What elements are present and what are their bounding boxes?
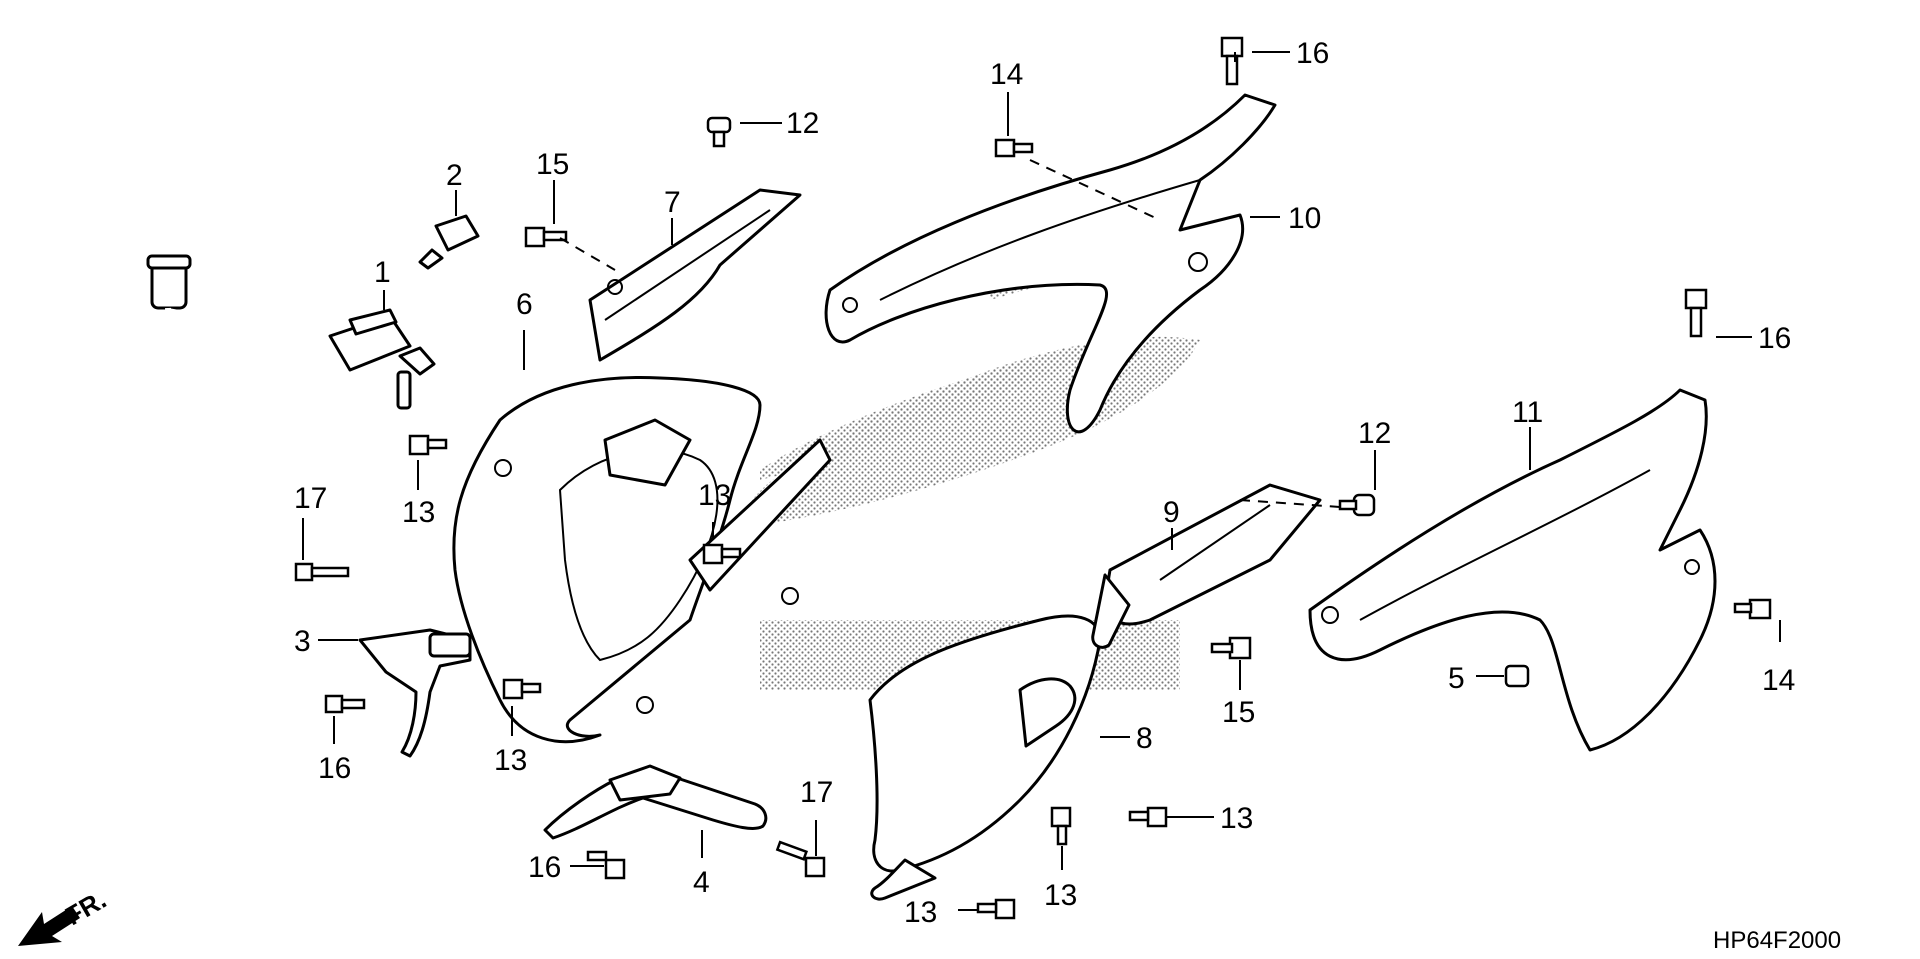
bolt-13-d: [1050, 806, 1072, 846]
bolt-16-right: [1684, 288, 1708, 338]
callout-13-e: 13: [1220, 802, 1253, 835]
callout-13-c: 13: [494, 744, 527, 777]
dashed-guides: [559, 159, 1341, 508]
bolt-16-left: [324, 694, 366, 714]
bolt-13-a: [408, 434, 448, 456]
callout-11: 11: [1512, 396, 1543, 429]
callout-13-a: 13: [402, 496, 435, 529]
callout-7: 7: [664, 186, 681, 219]
bolt-16-top: [1220, 36, 1244, 86]
arrow-icon: [18, 906, 80, 946]
side-cover-part-6: [452, 376, 832, 743]
diagram-code: HP64F2000: [1713, 927, 1841, 954]
callout-12-top: 12: [786, 107, 819, 140]
callout-5: 5: [1448, 662, 1465, 695]
callout-16-left: 16: [318, 752, 351, 785]
bolt-12-top: [706, 116, 732, 148]
callout-13-d: 13: [1044, 879, 1077, 912]
side-cover-part-11: [1308, 388, 1717, 752]
callout-17-left: 17: [294, 482, 327, 515]
callout-15-bottom: 15: [1222, 696, 1255, 729]
guard-part-8: [868, 614, 1102, 901]
callout-6: 6: [516, 288, 533, 321]
callout-16-bottom: 16: [528, 851, 561, 884]
callout-16-right: 16: [1758, 322, 1791, 355]
bolt-12-right: [1338, 493, 1376, 517]
bolt-17-left: [294, 562, 350, 582]
callout-9: 9: [1163, 496, 1180, 529]
ignition-switch-assembly: [146, 254, 436, 410]
bolt-13-c: [502, 678, 542, 700]
callout-8: 8: [1136, 722, 1153, 755]
callout-3: 3: [294, 625, 311, 658]
callout-13-f: 13: [904, 896, 937, 929]
callout-4: 4: [693, 866, 710, 899]
callout-labels: 1 2 3 4 5 6 7 8 9 10 11 12 12 13 13 13 1…: [294, 37, 1795, 929]
callout-17-bottom: 17: [800, 776, 833, 809]
bolt-13-f: [976, 898, 1016, 920]
bolt-17-bottom: [775, 840, 826, 878]
leader-lines: [302, 51, 1781, 911]
side-cover-part-9: [1091, 483, 1322, 649]
front-direction-arrow: FR.: [18, 884, 111, 946]
side-cover-part-10: [824, 93, 1277, 434]
callout-2: 2: [446, 159, 463, 192]
callout-14-right: 14: [1762, 664, 1795, 697]
bolt-15-bottom: [1210, 636, 1252, 660]
side-cover-part-7: [588, 188, 802, 362]
fasteners: [294, 36, 1772, 920]
grommet-part-2: [418, 214, 480, 270]
callout-15-top: 15: [536, 148, 569, 181]
bolt-16-bottom: [586, 850, 626, 880]
bracket-part-4: [543, 764, 768, 840]
bracket-part-3: [358, 628, 472, 758]
callout-16-top: 16: [1296, 37, 1329, 70]
nut-5: [1504, 664, 1530, 688]
callout-1: 1: [374, 256, 391, 289]
callout-14-top: 14: [990, 58, 1023, 91]
bolt-14-top: [994, 138, 1034, 158]
callout-13-b: 13: [698, 479, 731, 512]
bolt-15-top: [524, 226, 568, 248]
bolt-13-e: [1128, 806, 1168, 828]
bolt-13-b: [702, 543, 742, 565]
bolt-14-right: [1733, 598, 1772, 620]
callout-10: 10: [1288, 202, 1321, 235]
callout-12-right: 12: [1358, 417, 1391, 450]
